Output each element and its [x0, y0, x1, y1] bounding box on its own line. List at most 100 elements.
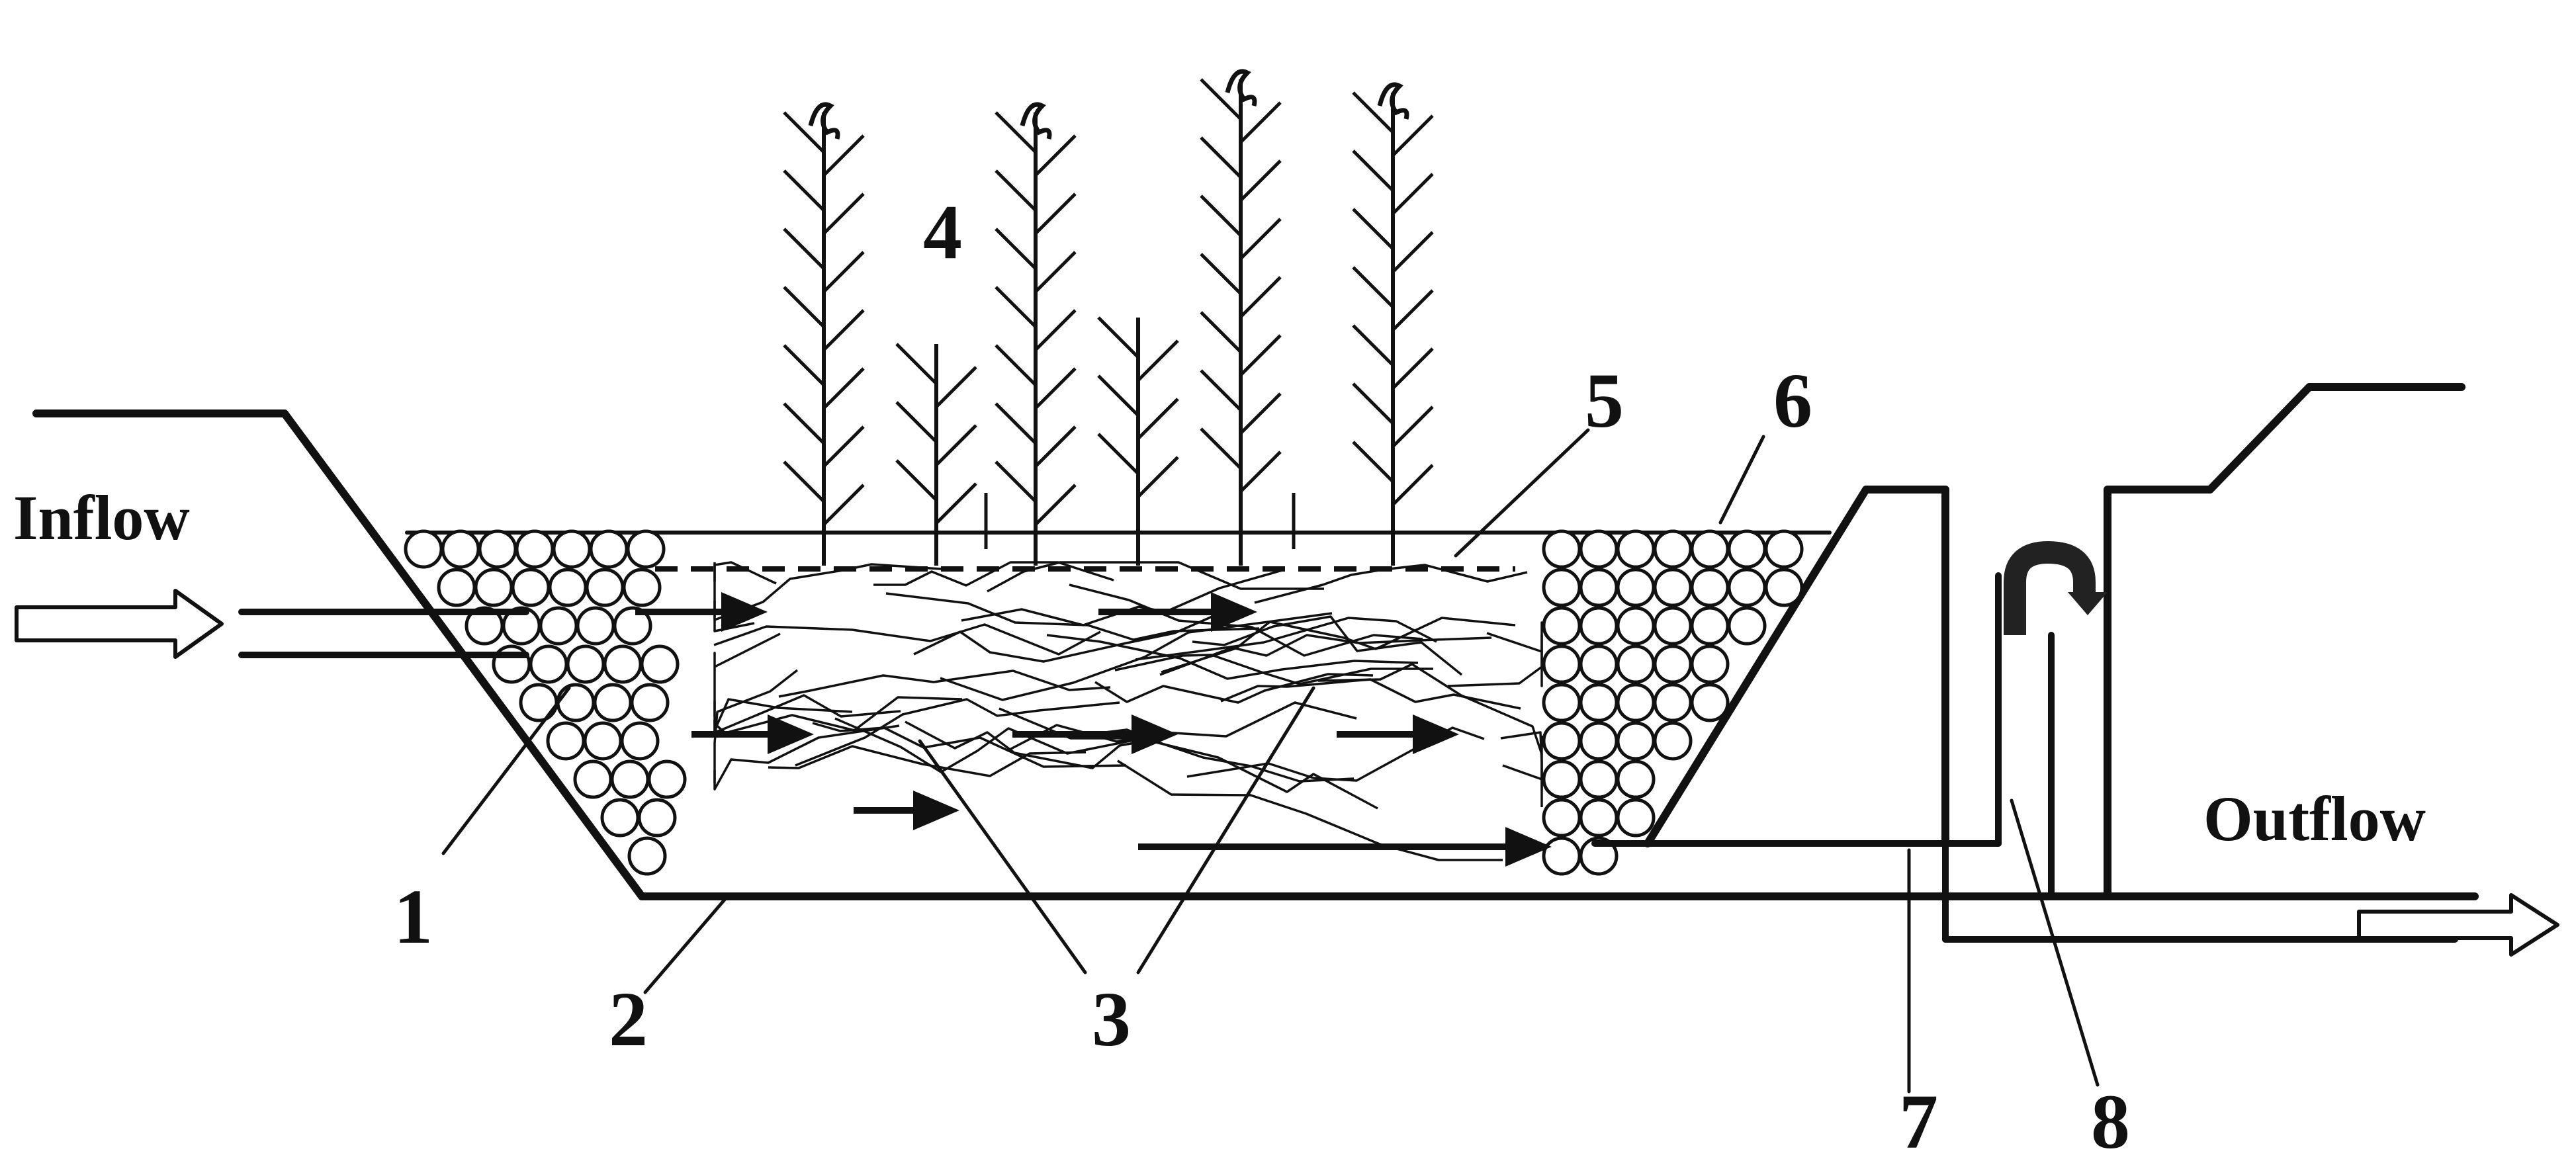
gravel-ball — [1542, 759, 1581, 799]
plant-leaf — [895, 343, 938, 385]
right-embankment — [2104, 383, 2465, 897]
gravel-ball — [1616, 759, 1656, 799]
leader-3a — [918, 739, 1087, 974]
gravel-ball — [583, 721, 623, 761]
root-strand — [1486, 632, 1543, 687]
gravel-ball — [556, 683, 596, 722]
gravel-ball — [529, 644, 568, 684]
gravel-ball — [515, 529, 555, 569]
plant-leaf — [995, 344, 1037, 386]
plant-leaf — [1034, 484, 1077, 526]
gravel-ball — [620, 721, 660, 761]
root-strand — [987, 561, 1324, 593]
root-strand — [713, 623, 1101, 656]
plant-leaf — [1200, 78, 1242, 120]
flow-arrow-head — [913, 791, 959, 830]
root-strand — [885, 592, 1260, 641]
plant-leaf — [1097, 374, 1139, 417]
flow-arrow-head — [721, 592, 768, 632]
root-strand — [713, 563, 942, 621]
plant-leaf — [822, 251, 865, 293]
flow-arrow-head — [1211, 592, 1257, 632]
plant-leaf — [1352, 208, 1394, 250]
plant-leaf — [1200, 253, 1242, 295]
leader-1 — [441, 686, 571, 855]
gravel-ball — [1653, 644, 1693, 684]
plant-leaf — [1200, 427, 1242, 470]
root-strand — [1447, 621, 1543, 687]
gravel-ball — [1579, 683, 1619, 722]
plant-leaf — [1034, 193, 1077, 235]
gravel-ball — [1616, 798, 1656, 838]
gravel-ball — [637, 798, 677, 838]
gravel-ball — [576, 606, 615, 646]
gravel-ball — [1653, 721, 1693, 761]
root-strand — [713, 632, 781, 718]
plant-seed-head — [1020, 102, 1052, 140]
gravel-ball — [511, 568, 551, 607]
leader-lines — [441, 428, 2100, 1094]
gravel-ball — [1690, 529, 1730, 569]
plant-leaf — [1137, 398, 1179, 440]
plant-leaf — [822, 484, 865, 526]
root-strand — [713, 724, 900, 791]
label-7: 7 — [1899, 1078, 1938, 1163]
gravel-ball — [1542, 644, 1581, 684]
label-5: 5 — [1585, 357, 1624, 444]
plant-seed-head — [1377, 82, 1409, 120]
plant-leaf — [995, 169, 1037, 212]
root-strand — [1114, 654, 1433, 685]
plant-leaf — [1239, 334, 1282, 376]
plant-leaf — [822, 425, 865, 468]
flow-arrow-head — [1132, 714, 1178, 754]
plant-leaf — [995, 286, 1037, 328]
plant-leaf — [1392, 464, 1434, 506]
plant-leaf — [995, 228, 1037, 270]
gravel-ball — [546, 721, 586, 761]
gravel-ball — [1616, 644, 1656, 684]
gravel-ball — [1542, 721, 1581, 761]
gravel-ball — [1579, 568, 1619, 607]
root-strand — [1161, 617, 1516, 673]
gravel-ball — [1616, 529, 1656, 569]
plant-leaf — [783, 111, 825, 153]
gravel-ball — [1542, 683, 1581, 722]
gravel-ball — [1542, 568, 1581, 607]
flow-arrow-head — [1413, 714, 1459, 754]
gravel-ball — [1542, 798, 1581, 838]
label-6: 6 — [1773, 357, 1812, 444]
plant-leaf — [935, 424, 977, 466]
gravel-ball — [539, 606, 578, 646]
gravel-ball — [1653, 606, 1693, 646]
gravel-inlet-zone — [404, 529, 687, 876]
plant-leaf — [1239, 392, 1282, 435]
plant-leaf — [1034, 134, 1077, 177]
label-2: 2 — [609, 976, 648, 1062]
gravel-ball — [1653, 568, 1693, 607]
root-strand — [999, 707, 1378, 810]
gravel-ball — [1727, 568, 1767, 607]
plant-leaf — [1239, 451, 1282, 493]
plant-leaf — [995, 111, 1037, 153]
outflow-arrow — [2357, 893, 2559, 957]
gravel-ball — [613, 606, 652, 646]
gravel-ball — [1616, 606, 1656, 646]
root-strand — [713, 698, 853, 736]
gravel-ball — [610, 759, 650, 799]
root-strand — [768, 745, 1087, 777]
root-strand — [812, 722, 1127, 768]
root-strand — [1006, 701, 1357, 752]
plant-leaf — [1137, 456, 1179, 498]
plant-leaf — [1352, 324, 1394, 366]
plant-leaf — [1352, 91, 1394, 134]
gravel-ball — [1579, 836, 1619, 876]
root-strand — [961, 569, 1283, 626]
leader-5 — [1454, 428, 1590, 558]
gravel-ball — [593, 683, 633, 722]
gravel-ball — [1764, 529, 1804, 569]
plant-leaf — [1392, 347, 1434, 390]
plant-leaf — [1200, 311, 1242, 353]
root-strand — [795, 698, 1120, 767]
leader-3b — [1136, 686, 1315, 974]
plant-leaf — [783, 169, 825, 212]
